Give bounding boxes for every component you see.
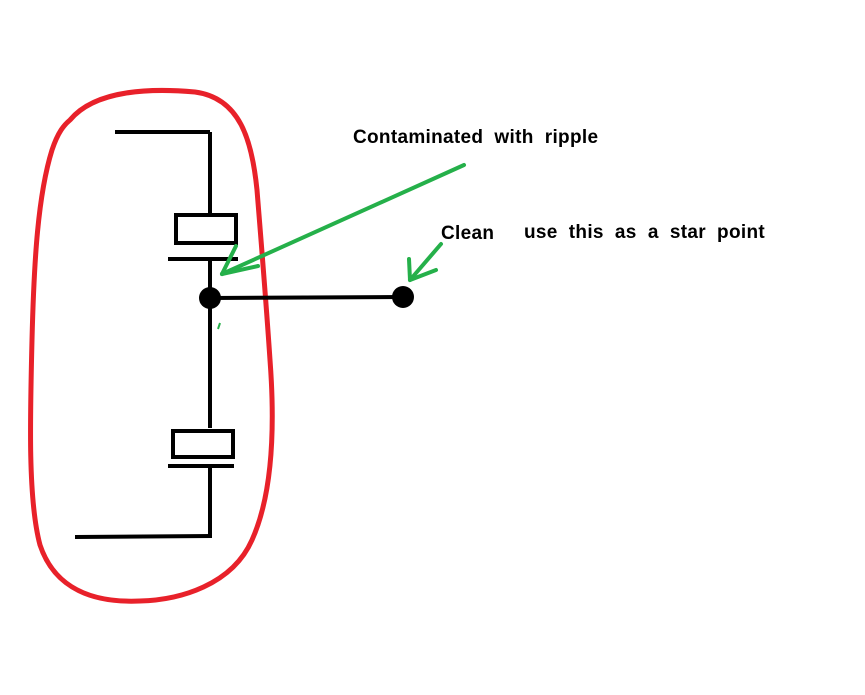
contaminated-arrow-icon bbox=[220, 163, 466, 276]
highlight-loop bbox=[27, 87, 275, 604]
bottom-lead-wire bbox=[74, 534, 213, 539]
lower-capacitor-icon bbox=[168, 429, 235, 468]
star-branch-wire bbox=[209, 295, 404, 300]
star-point-node-icon bbox=[392, 286, 414, 308]
clean-label: Clean bbox=[441, 223, 494, 244]
contaminated-label: Contaminated with ripple bbox=[353, 127, 598, 148]
star-point-label: use this as a star point bbox=[524, 222, 765, 243]
upper-capacitor-icon bbox=[168, 213, 238, 261]
clean-arrow-icon bbox=[407, 242, 443, 282]
green-speck bbox=[217, 322, 221, 330]
midpoint-node-icon bbox=[199, 287, 221, 309]
